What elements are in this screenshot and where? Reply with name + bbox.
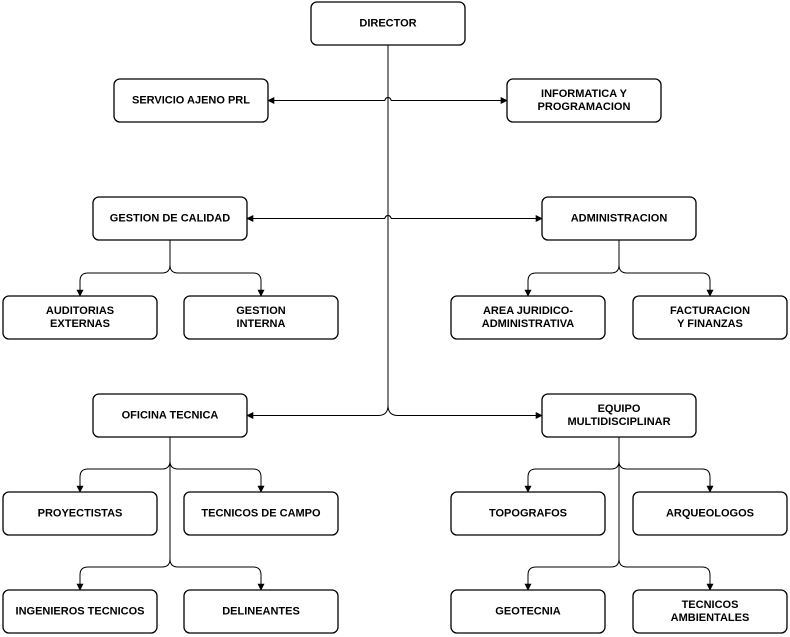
edge-gestion-calidad-gestion-interna (169, 240, 265, 297)
edge-director-administracion-hop (384, 215, 392, 219)
edge-administracion-facturacion (618, 240, 714, 297)
node-oficina-tecnica: OFICINA TECNICA (92, 393, 248, 438)
edge-equipo-arqueologos (618, 437, 714, 493)
node-box-ingenieros (2, 589, 158, 634)
node-box-director (310, 1, 466, 46)
edge-equipo-tecnicos-ambientales (618, 437, 714, 591)
node-box-gestion-calidad (92, 196, 248, 241)
node-label-gestion-calidad-1: GESTION DE CALIDAD (110, 213, 230, 225)
node-label-equipo-1: EQUIPO (598, 403, 641, 415)
node-label-tecnicos-ambientales-2: AMBIENTALES (671, 612, 750, 624)
node-label-auditorias-1: AUDITORIAS (46, 305, 114, 317)
edge-director-equipo (387, 405, 543, 419)
edge-director-informatica-hop (384, 97, 392, 101)
node-label-delineantes-1: DELINEANTES (222, 606, 300, 618)
node-servicio: SERVICIO AJENO PRL (113, 78, 269, 123)
node-geotecnia: GEOTECNIA (450, 589, 606, 634)
node-label-informatica-1: INFORMATICA Y (541, 88, 628, 100)
node-label-ingenieros-1: INGENIEROS TECNICOS (16, 606, 145, 618)
node-label-area-juridico-1: AREA JURIDICO- (483, 305, 573, 317)
node-ingenieros: INGENIEROS TECNICOS (2, 589, 158, 634)
node-box-tecnicos-ambientales (632, 589, 788, 634)
node-box-auditorias (2, 295, 158, 340)
node-delineantes: DELINEANTES (183, 589, 339, 634)
node-label-arqueologos-1: ARQUEOLOGOS (666, 508, 754, 520)
node-topografos: TOPOGRAFOS (450, 491, 606, 536)
node-label-auditorias-2: EXTERNAS (50, 318, 110, 330)
node-box-administracion (541, 196, 697, 241)
edge-director-oficina-tecnica (246, 405, 389, 419)
node-director: DIRECTOR (310, 1, 466, 46)
node-administracion: ADMINISTRACION (541, 196, 697, 241)
node-label-oficina-tecnica-1: OFICINA TECNICA (122, 410, 219, 422)
connectors (76, 45, 714, 591)
node-box-equipo (541, 393, 697, 438)
node-box-area-juridico (450, 295, 606, 340)
node-label-administracion-1: ADMINISTRACION (571, 213, 668, 225)
node-label-equipo-2: MULTIDISCIPLINAR (567, 416, 670, 428)
edge-administracion-area-juridico (524, 240, 620, 297)
edge-equipo-topografos (524, 437, 620, 493)
node-area-juridico: AREA JURIDICO-ADMINISTRATIVA (450, 295, 606, 340)
node-label-servicio-1: SERVICIO AJENO PRL (132, 95, 250, 107)
node-tecnicos-campo: TECNICOS DE CAMPO (183, 491, 339, 536)
node-box-topografos (450, 491, 606, 536)
node-box-geotecnia (450, 589, 606, 634)
node-label-director-1: DIRECTOR (359, 18, 416, 30)
node-box-facturacion (632, 295, 788, 340)
edge-oficina-tecnica-proyectistas (76, 437, 171, 493)
node-box-servicio (113, 78, 269, 123)
node-label-area-juridico-2: ADMINISTRATIVA (482, 318, 575, 330)
node-label-facturacion-1: FACTURACION (670, 305, 750, 317)
node-label-informatica-2: PROGRAMACION (538, 101, 631, 113)
node-box-tecnicos-campo (183, 491, 339, 536)
node-label-topografos-1: TOPOGRAFOS (489, 508, 567, 520)
node-label-facturacion-2: Y FINANZAS (677, 318, 743, 330)
node-box-gestion-interna (183, 295, 339, 340)
node-box-arqueologos (632, 491, 788, 536)
edge-oficina-tecnica-delineantes (169, 437, 265, 591)
node-proyectistas: PROYECTISTAS (2, 491, 158, 536)
node-arqueologos: ARQUEOLOGOS (632, 491, 788, 536)
node-label-tecnicos-campo-1: TECNICOS DE CAMPO (201, 508, 321, 520)
node-label-tecnicos-ambientales-1: TECNICOS (682, 599, 739, 611)
edge-equipo-geotecnia (524, 437, 620, 591)
node-box-delineantes (183, 589, 339, 634)
node-gestion-calidad: GESTION DE CALIDAD (92, 196, 248, 241)
edge-oficina-tecnica-ingenieros (76, 437, 171, 591)
node-label-geotecnia-1: GEOTECNIA (495, 606, 560, 618)
node-label-gestion-interna-1: GESTION (236, 305, 286, 317)
edge-oficina-tecnica-tecnicos-campo (169, 437, 265, 493)
edge-gestion-calidad-auditorias (76, 240, 171, 297)
node-label-gestion-interna-2: INTERNA (237, 318, 286, 330)
node-label-proyectistas-1: PROYECTISTAS (38, 508, 123, 520)
node-box-proyectistas (2, 491, 158, 536)
node-box-informatica (506, 78, 662, 123)
node-box-oficina-tecnica (92, 393, 248, 438)
